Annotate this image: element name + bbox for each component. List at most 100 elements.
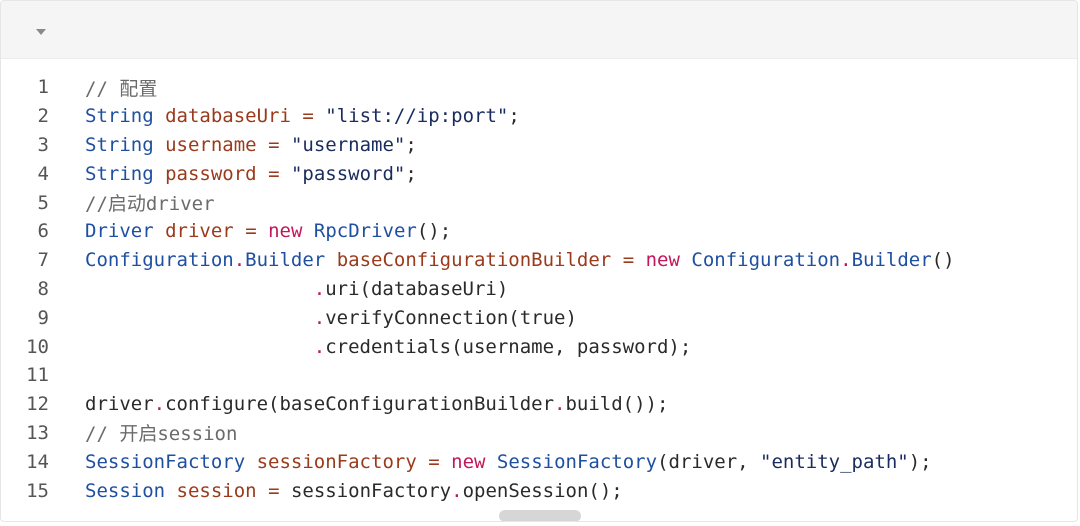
code-token	[485, 451, 496, 473]
code-token: databaseUri	[165, 105, 291, 128]
code-token	[611, 249, 622, 271]
code-line: 13 // 开启session	[1, 419, 1077, 448]
line-content: Configuration.Builder baseConfigurationB…	[85, 249, 955, 271]
line-number: 10	[26, 335, 49, 358]
code-token	[325, 249, 336, 271]
code-token	[85, 336, 314, 358]
code-token: .	[554, 393, 566, 416]
line-number: 5	[37, 191, 49, 214]
code-token: Configuration	[691, 249, 841, 272]
code-token: =	[428, 450, 440, 473]
code-line: 4 String password = "password";	[1, 159, 1077, 188]
code-line: 9 .verifyConnection(true)	[1, 303, 1077, 332]
code-token	[257, 163, 268, 185]
code-line: 5 //启动driver	[1, 188, 1077, 217]
code-token: credentials(username, password);	[325, 335, 692, 358]
line-number: 3	[37, 133, 49, 156]
code-token	[257, 134, 268, 156]
code-token	[280, 134, 291, 156]
code-token: String	[85, 133, 154, 156]
line-number: 13	[26, 421, 49, 444]
line-content: driver.configure(baseConfigurationBuilde…	[85, 393, 668, 415]
code-token: build());	[565, 393, 669, 416]
code-token: .	[840, 249, 852, 272]
code-token	[154, 220, 165, 242]
code-token	[257, 480, 268, 502]
line-content: // 配置	[85, 74, 157, 101]
code-token	[257, 220, 268, 242]
line-content: .credentials(username, password);	[85, 335, 692, 358]
code-token: driver	[165, 220, 234, 243]
code-toolbar	[1, 1, 1077, 59]
code-token: =	[245, 220, 257, 243]
code-token: Builder	[851, 249, 932, 272]
code-token: session	[176, 479, 257, 502]
code-token	[680, 249, 691, 271]
code-token: // 开启session	[85, 423, 238, 446]
code-token	[440, 451, 451, 473]
code-token	[85, 307, 314, 329]
code-line: 2 String databaseUri = "list://ip:port";	[1, 102, 1077, 131]
code-token	[85, 278, 314, 300]
code-token	[634, 249, 645, 271]
code-token: .	[313, 306, 326, 329]
code-token: =	[268, 162, 280, 185]
code-line: 8 .uri(databaseUri)	[1, 275, 1077, 304]
code-token: driver	[85, 393, 154, 416]
line-number: 2	[37, 105, 49, 128]
code-token: ();	[416, 220, 452, 243]
code-line: 7 Configuration.Builder baseConfiguration…	[1, 246, 1077, 275]
line-content: String password = "password";	[85, 163, 417, 185]
line-number: 14	[26, 450, 49, 473]
line-number: 15	[26, 479, 49, 502]
code-token: new	[645, 249, 680, 272]
code-token: ;	[508, 105, 520, 128]
code-token: "password"	[290, 162, 406, 185]
code-token: new	[268, 220, 303, 243]
line-number: 4	[37, 162, 49, 185]
code-token	[314, 105, 325, 127]
code-token: "list://ip:port"	[325, 105, 509, 128]
line-content: .verifyConnection(true)	[85, 307, 577, 329]
line-content: String databaseUri = "list://ip:port";	[85, 105, 520, 127]
code-token: verifyConnection(true)	[325, 306, 577, 329]
code-token: .	[313, 335, 326, 358]
code-token: .	[153, 393, 166, 416]
code-token: "entity_path"	[760, 450, 909, 473]
code-token: sessionFactory	[290, 479, 452, 502]
code-token: sessionFactory	[256, 450, 417, 473]
code-token: =	[302, 105, 314, 128]
horizontal-scrollbar-thumb[interactable]	[499, 510, 581, 521]
code-token: =	[622, 249, 635, 272]
code-token: Configuration	[85, 249, 234, 272]
code-line: 12 driver.configure(baseConfigurationBuil…	[1, 390, 1077, 419]
code-token: //启动driver	[85, 193, 215, 216]
code-token	[302, 220, 313, 242]
code-token: configure(baseConfigurationBuilder	[165, 393, 555, 416]
collapse-toggle-button[interactable]	[31, 23, 51, 41]
code-token: username	[165, 133, 257, 156]
line-content: Session session = sessionFactory.openSes…	[85, 480, 623, 502]
code-token: =	[268, 479, 280, 502]
line-number: 9	[37, 306, 49, 329]
line-content: // 开启session	[85, 419, 237, 446]
code-line: 1// 配置	[1, 73, 1077, 102]
line-number: 8	[37, 277, 49, 300]
code-token	[280, 480, 291, 502]
code-token	[234, 220, 245, 242]
code-token: .	[233, 249, 246, 272]
code-token: ;	[405, 162, 417, 185]
code-token	[291, 105, 302, 127]
code-token	[154, 134, 165, 156]
line-number: 12	[26, 393, 49, 416]
line-number: 11	[26, 364, 49, 387]
code-token	[280, 163, 291, 185]
code-token: =	[268, 133, 280, 156]
chevron-down-icon	[36, 29, 46, 35]
line-content: //启动driver	[85, 189, 215, 216]
line-number: 7	[37, 249, 49, 272]
